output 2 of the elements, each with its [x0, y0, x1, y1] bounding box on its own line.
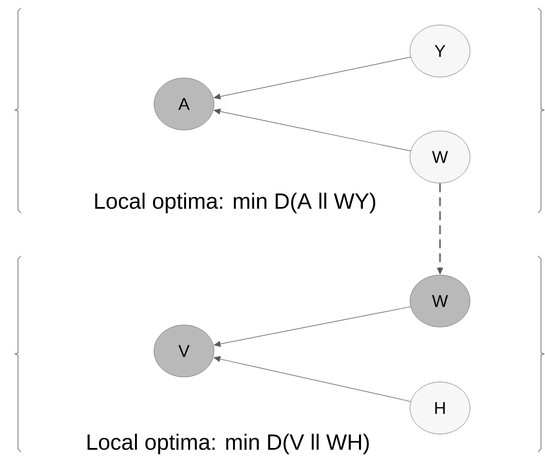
- caption: Local optima: min D(A ll WY): [95, 192, 376, 214]
- caption: Local optima: min D(V ll WH): [88, 434, 369, 454]
